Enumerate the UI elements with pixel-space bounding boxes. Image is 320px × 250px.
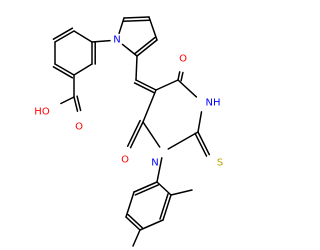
bond-line <box>167 131 199 150</box>
bond-line <box>54 30 75 43</box>
double-bond-line <box>127 213 143 229</box>
bond-line <box>118 17 125 35</box>
bond-line <box>125 216 141 231</box>
atom-labels: N O HO O O NH N S <box>34 35 223 169</box>
bond-line <box>155 79 179 91</box>
bond-line <box>197 111 203 133</box>
pyrrole-nitrogen-label: N <box>113 35 120 46</box>
carboxylic-acid-hydroxyl-label: HO <box>34 107 50 118</box>
bond-line <box>156 157 163 183</box>
ring-nitrogen-label: N <box>151 158 158 169</box>
bond-line <box>156 181 172 196</box>
top-carbonyl-oxygen-label: O <box>179 54 187 65</box>
ring-nh-label: NH <box>206 98 221 109</box>
bond-line <box>170 189 193 196</box>
double-bond-line <box>180 71 184 82</box>
bond-line <box>177 71 181 81</box>
bond-line <box>129 121 144 149</box>
carboxylic-acid-oxygen-label: O <box>75 122 83 133</box>
thione-sulfur-label: S <box>217 158 223 169</box>
bond-line <box>73 30 93 43</box>
bond-line <box>135 55 138 81</box>
bond-line <box>177 79 198 98</box>
double-bond-line <box>52 66 74 79</box>
bond-line <box>121 43 138 57</box>
bond-line <box>73 96 79 112</box>
double-bond-line <box>133 82 156 94</box>
double-bond-line <box>76 95 82 112</box>
bond-line <box>54 63 75 76</box>
double-bond-line <box>134 36 156 55</box>
double-bond-line <box>52 27 74 40</box>
bond-line <box>132 229 141 247</box>
bond-line <box>123 16 150 19</box>
double-bond-line <box>194 132 208 157</box>
double-bond-line <box>123 19 150 22</box>
bond-line <box>135 79 157 91</box>
bottom-carbonyl-oxygen-label: O <box>121 155 129 166</box>
bond-lines <box>52 16 211 247</box>
bond-line <box>125 191 135 218</box>
bond-line <box>60 96 75 105</box>
bond-line <box>148 16 158 41</box>
bond-line <box>197 131 211 156</box>
molecule-structure-diagram: N O HO O O NH N S <box>34 16 223 247</box>
bond-line <box>139 219 164 231</box>
bond-line <box>142 121 161 148</box>
bond-line <box>136 39 158 57</box>
bond-line <box>142 89 157 123</box>
bond-line <box>133 181 158 193</box>
bond-line <box>162 194 172 221</box>
bond-line <box>73 63 93 76</box>
double-bond-line <box>159 193 169 220</box>
double-bond-line <box>134 184 160 196</box>
double-bond-line <box>126 119 141 147</box>
